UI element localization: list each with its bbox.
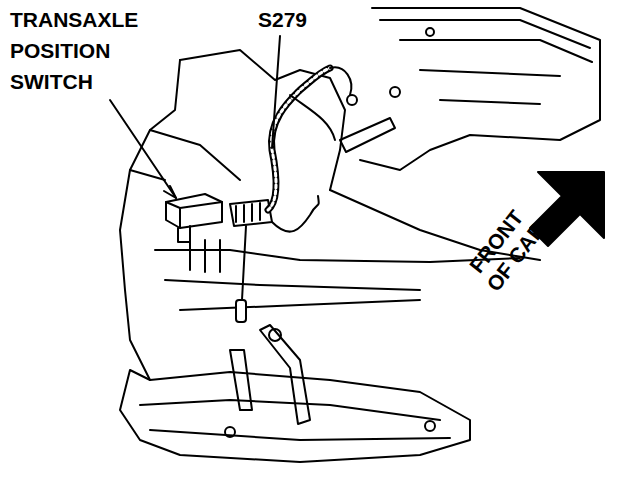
ground-terminal — [236, 300, 246, 322]
splice-label: S279 — [258, 4, 328, 35]
switch-edges — [166, 202, 222, 228]
leader-line — [272, 36, 280, 148]
connector-pins — [236, 203, 260, 222]
bolt — [347, 95, 357, 105]
wiring-harness — [268, 68, 330, 210]
transaxle-position-switch — [166, 194, 222, 228]
engine-edge — [380, 20, 590, 48]
bolt — [426, 28, 434, 36]
switch-shaft — [178, 226, 190, 242]
ribs — [190, 240, 220, 272]
drain-plug — [225, 427, 235, 437]
harness-branch — [272, 196, 319, 232]
harness-branch — [290, 67, 351, 140]
pan-flange — [140, 400, 450, 440]
direction-label: FRONT OF CAR — [457, 196, 556, 302]
engine-ribs — [400, 40, 592, 104]
oil-pan — [120, 370, 470, 462]
bracket — [340, 118, 395, 152]
ground-wire — [242, 226, 246, 300]
bolt — [390, 87, 400, 97]
engine-block — [360, 8, 600, 170]
lever-pivot — [269, 329, 281, 341]
connector — [230, 200, 272, 226]
bolt — [425, 421, 435, 431]
harness-wrap — [268, 68, 330, 210]
leader-line — [110, 100, 176, 198]
part-label: TRANSAXLE POSITION SWITCH — [10, 4, 160, 97]
leader-arrowhead — [164, 186, 176, 198]
